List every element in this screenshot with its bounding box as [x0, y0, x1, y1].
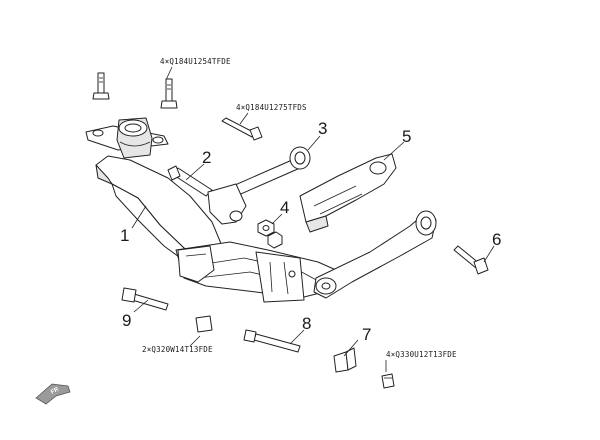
bolt-diagonal-upper: [221, 117, 263, 141]
spec-top-bolts-leader: [165, 66, 173, 81]
spec-bottom-nut-leader: [189, 335, 201, 347]
bolt-center-vertical: [160, 78, 178, 109]
callout-3: 3: [318, 119, 327, 138]
spec-bottom-right-nut: 4×Q330U12T13FDE: [386, 350, 457, 359]
callout-4: 4: [280, 198, 289, 217]
callout-6: 6: [492, 230, 501, 249]
spec-top-bolts: 4×Q184U1254TFDE: [160, 57, 231, 66]
leader-4: [271, 213, 283, 225]
bolt-left-vertical: [92, 72, 110, 100]
lower-control-arm: [313, 210, 437, 299]
nut-bottom-right: [381, 373, 395, 389]
bolt-lower-left: [121, 287, 169, 311]
callout-9: 9: [122, 311, 131, 330]
leader-9: [133, 299, 149, 313]
nut-part-4: [257, 219, 283, 249]
leader-8: [289, 329, 305, 345]
leader-5: [383, 141, 405, 161]
leader-1: [131, 205, 147, 229]
link-bolt: [167, 165, 213, 197]
bushing-mount: [85, 117, 169, 159]
leader-3: [307, 135, 321, 151]
spec-upper-bolt-leader: [239, 112, 249, 125]
front-arrow-icon: FR: [35, 383, 71, 405]
callout-1: 1: [120, 226, 129, 245]
front-label: FR: [50, 386, 60, 395]
spec-bottom-nut: 2×Q320W14T13FDE: [142, 345, 213, 354]
subframe-body: [95, 155, 337, 303]
callout-8: 8: [302, 314, 311, 333]
long-bolt: [243, 329, 301, 353]
callout-7: 7: [362, 325, 371, 344]
leader-7: [343, 339, 359, 357]
shield-bracket: [299, 153, 397, 233]
callout-5: 5: [402, 127, 411, 146]
callout-2: 2: [202, 148, 211, 167]
spec-upper-bolt: 4×Q184U1275TFDS: [236, 103, 307, 112]
leader-2: [185, 163, 205, 181]
upper-arm: [207, 146, 311, 225]
bolt-right: [453, 245, 489, 275]
leader-6: [483, 245, 495, 263]
clip-nut: [195, 315, 213, 333]
clip-part-7: [333, 347, 357, 373]
